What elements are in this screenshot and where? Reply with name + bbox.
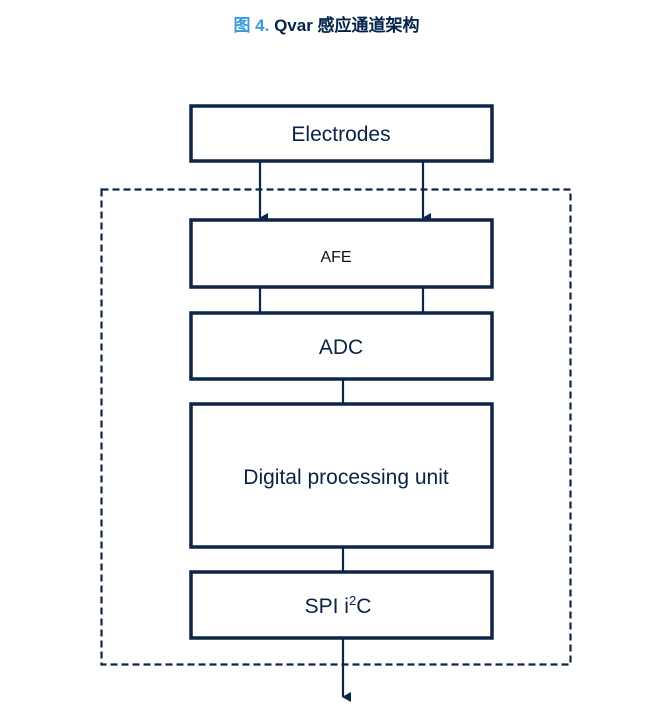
electrodes-block: Electrodes <box>189 104 494 163</box>
figure-number: 图 4. <box>233 16 270 35</box>
afe-label: AFE <box>320 249 351 266</box>
adc-block: ADC <box>189 311 494 381</box>
electrodes-label: Electrodes <box>291 123 390 146</box>
spi-i2c-label: SPI i2C <box>305 593 372 618</box>
spi-i2c-block: SPI i2C <box>189 570 494 640</box>
spi-i2c-label-superscript: 2 <box>349 593 356 608</box>
afe-block: AFE <box>189 218 494 289</box>
figure-title-text: Qvar 感应通道架构 <box>274 16 420 35</box>
spi-i2c-label-prefix: SPI i <box>305 595 349 618</box>
digital-processing-unit-label: Digital processing unit <box>243 466 449 489</box>
sensor-boundary <box>100 188 572 666</box>
adc-label: ADC <box>319 336 363 359</box>
figure-title: 图 4. Qvar 感应通道架构 <box>0 11 653 36</box>
spi-i2c-label-suffix: C <box>356 595 371 618</box>
digital-processing-unit-block: Digital processing unit <box>189 402 494 549</box>
